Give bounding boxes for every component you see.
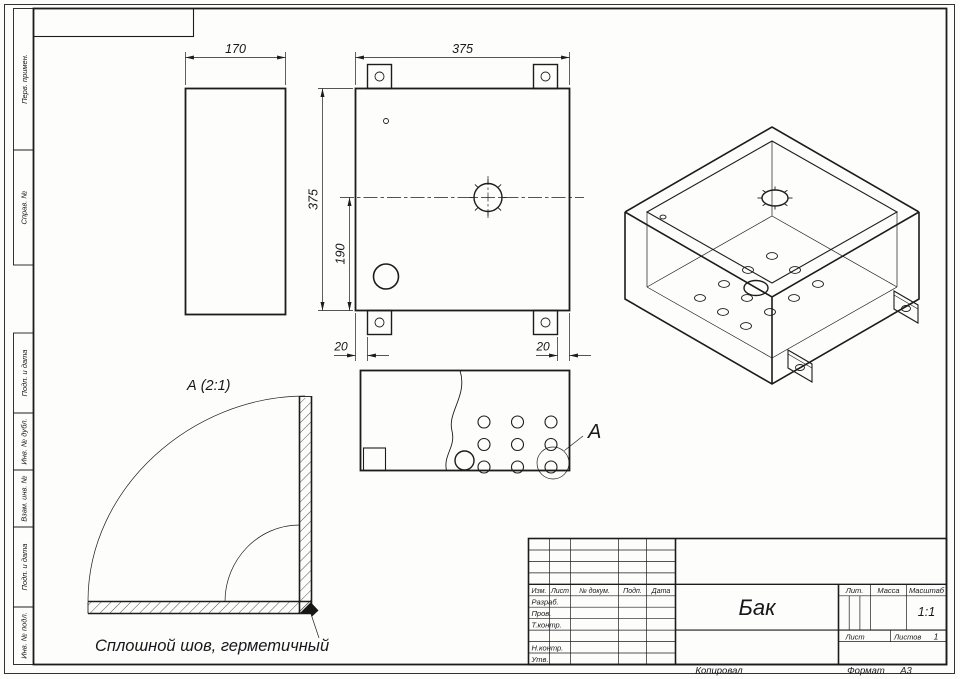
inner-rim (645, 140, 899, 284)
detail-inner-arc (224, 524, 300, 602)
callout-leader (564, 435, 584, 451)
dim-20-right: 20 (535, 313, 591, 361)
dim-170: 170 (185, 42, 286, 85)
dim-20-left: 20 (333, 313, 389, 361)
tb-list-label: Лист (844, 632, 864, 641)
small-hole-iso (659, 214, 667, 220)
detail-boundary-arc (87, 395, 306, 602)
margin-label-sprav: Справ. № (20, 190, 29, 224)
small-hole (383, 118, 389, 124)
tb-utv: Утв. (531, 655, 549, 664)
dim-170-label: 170 (225, 42, 246, 56)
part-name: Бак (739, 595, 778, 620)
top-designation-box (32, 7, 195, 38)
large-hole-front (454, 450, 475, 471)
tb-prov: Пров. (532, 609, 552, 618)
weld-seam (299, 601, 312, 614)
dim-20-left-label: 20 (333, 340, 348, 354)
sheet-frame (4, 4, 955, 674)
dim-375-top-label: 375 (452, 42, 473, 56)
dim-190-label: 190 (334, 244, 348, 265)
wall-hatch-right (299, 398, 312, 614)
margin-label-inv-podl: Инв. № подл. (20, 612, 29, 659)
tb-podp: Подп. (623, 587, 642, 595)
inner-bottom-far (646, 215, 898, 288)
weld-bead (311, 603, 319, 617)
left-margin-column: Перв. примен. Справ. № Подп. и дата Инв.… (13, 8, 34, 665)
margin-label-podp-data-2: Подп. и дата (20, 544, 29, 591)
dim-375-top: 375 (355, 42, 570, 85)
plan-view: 375 375 190 20 20 (307, 42, 591, 361)
tb-data: Дата (651, 588, 671, 595)
margin-label-podp-data-1: Подп. и дата (20, 350, 29, 397)
large-hole (372, 263, 400, 290)
margin-label-perv-primen: Перв. примен. (20, 54, 29, 104)
isometric-view (624, 126, 920, 385)
flanged-hole-iso (757, 186, 793, 210)
tb-izm: Изм. (532, 588, 547, 595)
tb-listov-label: Листов (893, 632, 921, 641)
kopiroval-label: Копировал (695, 666, 743, 677)
detail-view-a: А (2:1) Сплошной шов, герметичный (87, 378, 329, 655)
dim-190: 190 (334, 197, 352, 311)
mount-tab (366, 309, 393, 336)
margin-label-vzam-inv: Взам. инв. № (20, 475, 29, 521)
tb-listov-value: 1 (934, 631, 939, 641)
dim-375-left-label: 375 (307, 189, 321, 210)
tb-lit: Лит. (845, 586, 864, 595)
mount-tab-iso-right (893, 290, 919, 324)
dim-20-right-label: 20 (535, 340, 550, 354)
title-block: Изм. Лист № докум. Подп. Дата Разраб. Пр… (527, 537, 948, 666)
margin-label-inv-dubl: Инв. № дубл. (20, 418, 29, 464)
detail-a-title: А (2:1) (186, 378, 231, 394)
hole-grid (477, 415, 558, 474)
tb-t-kontr: Т.контр. (532, 621, 562, 630)
flanged-hole (469, 176, 507, 219)
sheet-footer: Копировал Формат А3 (695, 666, 912, 677)
detail-callout-label: А (587, 421, 601, 443)
mount-tab-iso-bottom (787, 349, 813, 383)
note-leader (310, 613, 320, 639)
dim-375-left: 375 (307, 88, 353, 311)
tb-massa: Масса (877, 586, 899, 595)
tb-list: Лист (550, 588, 569, 595)
wall-hatch-bottom (88, 601, 312, 614)
tb-scale-value: 1:1 (918, 605, 935, 619)
tank-outline (624, 126, 920, 385)
notch (362, 447, 387, 472)
weld-note: Сплошной шов, герметичный (95, 637, 329, 655)
side-view: 170 (184, 42, 287, 316)
front-view: А (359, 369, 601, 480)
mount-tab (366, 63, 393, 90)
break-line (445, 370, 463, 471)
perforation-holes (694, 252, 824, 330)
format-label: Формат (847, 666, 885, 677)
format-value: А3 (899, 666, 912, 677)
tb-n-kontr: Н.контр. (532, 643, 564, 652)
tb-dokum: № докум. (579, 587, 610, 595)
tb-masshtab: Масштаб (909, 586, 945, 595)
detail-callout-circle (536, 446, 570, 480)
mount-tab (532, 309, 559, 336)
tb-razrab: Разраб. (532, 598, 559, 607)
mount-tab (532, 63, 559, 90)
